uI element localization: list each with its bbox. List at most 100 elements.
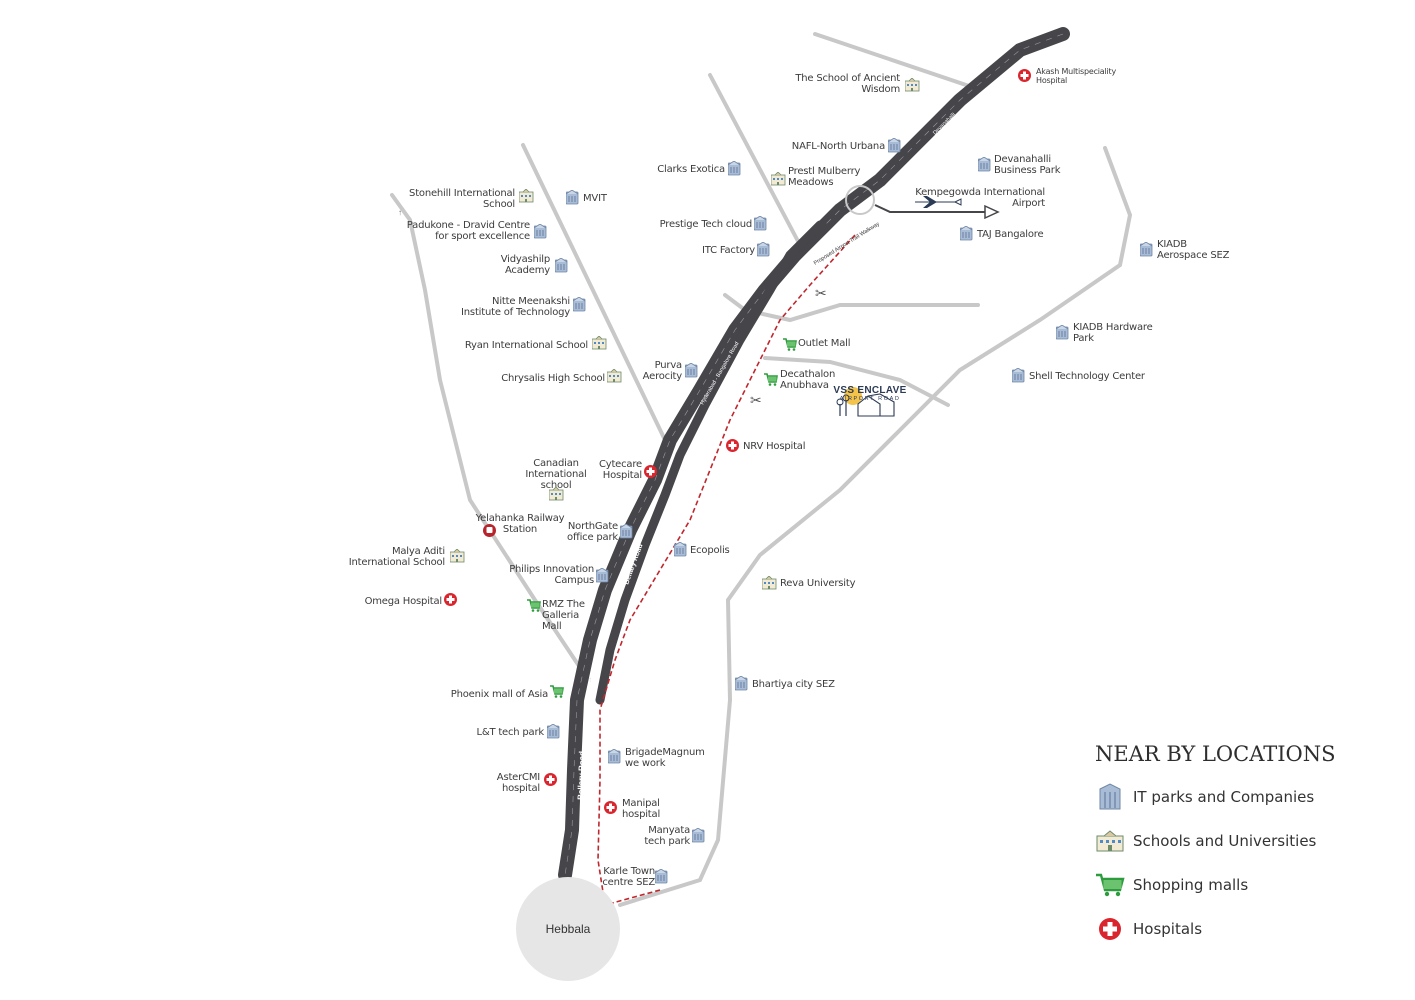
place-northgate: NorthGate office park <box>567 521 618 543</box>
legend-label: IT parks and Companies <box>1133 788 1315 806</box>
hub-label: Hebbala <box>545 922 591 936</box>
place-canadian: Canadian International school <box>525 458 587 491</box>
place-yelahanka: Yelahanka Railway Station <box>475 513 565 535</box>
place-brigade: BrigadeMagnum we work <box>625 747 705 769</box>
road-east-ring <box>618 146 1133 907</box>
school-icon <box>1096 830 1124 852</box>
building-icon <box>757 242 770 257</box>
place-itc: ITC Factory <box>702 245 755 256</box>
place-clarks: Clarks Exotica <box>657 164 725 175</box>
airplane-icon <box>915 196 962 208</box>
cart-icon <box>1096 873 1125 897</box>
building-icon <box>888 138 901 153</box>
place-malya: Malya Aditi International School <box>348 546 445 568</box>
building-icon <box>566 190 579 205</box>
project-name: VSS ENCLAVE <box>833 385 907 396</box>
school-icon <box>450 549 465 563</box>
legend-label: Schools and Universities <box>1133 832 1317 850</box>
project-subtitle: AIRPORT ROAD <box>839 396 901 402</box>
cart-icon <box>764 373 778 387</box>
highway-parallel <box>595 220 825 705</box>
building-icon <box>620 524 633 539</box>
place-ancient: The School of Ancient Wisdom <box>795 73 900 95</box>
school-icon <box>771 172 786 186</box>
place-ryan: Ryan International School <box>464 340 588 351</box>
place-manyata: Manyata tech park <box>644 825 690 847</box>
place-omega: Omega Hospital <box>364 596 443 607</box>
legend-label: Shopping malls <box>1133 876 1249 894</box>
road-north-b <box>521 143 667 442</box>
building-icon <box>735 676 748 691</box>
legend-item-hospitals: Hospitals <box>1095 916 1355 942</box>
hospital-icon <box>544 773 557 786</box>
building-icon <box>692 828 705 843</box>
place-aster: AsterCMI hospital <box>496 772 540 794</box>
place-decathlon: Decathalon Anubhava <box>780 369 836 391</box>
place-manipal: Manipal hospital <box>622 798 661 820</box>
place-prestige: Prestige Tech cloud <box>659 219 753 230</box>
place-padukone: Padukone - Dravid Centre for sport excel… <box>406 220 530 242</box>
building-icon <box>674 542 687 557</box>
place-kiadb-hw: KIADB Hardware Park <box>1073 322 1153 344</box>
building-icon <box>1099 783 1121 810</box>
building-icon <box>728 161 741 176</box>
building-icon <box>573 297 586 312</box>
building-icon <box>754 216 767 231</box>
road-north-a <box>708 73 802 247</box>
legend-item-malls: Shopping malls <box>1095 872 1355 898</box>
hospital-icon <box>644 465 657 478</box>
building-icon <box>1140 242 1153 257</box>
place-outlet: Outlet Mall <box>798 338 851 349</box>
building-icon <box>1056 325 1069 340</box>
legend-label: Hospitals <box>1133 920 1203 938</box>
place-stonehill: Stonehill International School <box>409 188 515 210</box>
place-ecopolis: Ecopolis <box>690 545 730 556</box>
legend-item-it: IT parks and Companies <box>1095 783 1355 810</box>
building-icon <box>555 258 568 273</box>
building-icon <box>960 226 973 241</box>
hospital-icon <box>1099 918 1121 940</box>
hospital-icon <box>1018 69 1031 82</box>
school-icon <box>762 576 777 590</box>
railway-icon <box>483 524 496 537</box>
place-nafl: NAFL-North Urbana <box>791 141 885 152</box>
legend-title: NEAR BY LOCATIONS <box>1095 742 1336 766</box>
road-decathlon <box>763 356 950 407</box>
road-outlet <box>723 293 980 323</box>
building-icon <box>655 869 668 884</box>
hub-hebbala: Hebbala <box>516 877 620 981</box>
place-shell: Shell Technology Center <box>1029 371 1145 382</box>
place-nitte: Nitte Meenakshi Institute of Technology <box>461 296 570 318</box>
place-vidyashilp: Vidyashilp Academy <box>500 254 550 276</box>
direction-arrow: ↑ <box>398 208 402 217</box>
cart-icon <box>550 685 564 699</box>
place-bhartiya: Bhartiya city SEZ <box>752 679 835 690</box>
road-northwest-a <box>813 32 977 90</box>
place-akash: Akash Multispeciality Hospital <box>1036 67 1117 85</box>
cart-icon <box>527 599 541 613</box>
place-lt: L&T tech park <box>476 727 544 738</box>
building-icon <box>978 157 991 172</box>
place-kiadb-aero: KIADB Aerospace SEZ <box>1157 239 1230 261</box>
building-icon <box>608 749 621 764</box>
place-karle: Karle Town centre SEZ <box>602 866 655 888</box>
road-west <box>390 193 587 677</box>
building-icon <box>1012 368 1025 383</box>
direction-arrow: ↑ <box>588 675 592 684</box>
legend: NEAR BY LOCATIONS IT parks and Companies… <box>1095 742 1355 960</box>
place-kia: Kempegowda International Airport <box>915 187 1045 209</box>
vss-enclave-logo <box>836 387 895 417</box>
place-cytecare: Cytecare Hospital <box>598 459 642 481</box>
cart-icon <box>783 338 797 352</box>
hospital-icon <box>444 593 457 606</box>
school-icon <box>905 78 920 92</box>
building-icon <box>547 724 560 739</box>
project-label: VSS ENCLAVE AIRPORT ROAD <box>820 385 920 402</box>
place-philips: Philips Innovation Campus <box>509 564 594 586</box>
road-label-bellary-lower: Bellary Road <box>576 751 587 800</box>
airport-trail <box>597 234 856 907</box>
school-icon <box>549 487 564 501</box>
place-mvit: MVIT <box>583 193 607 204</box>
building-icon <box>534 224 547 239</box>
